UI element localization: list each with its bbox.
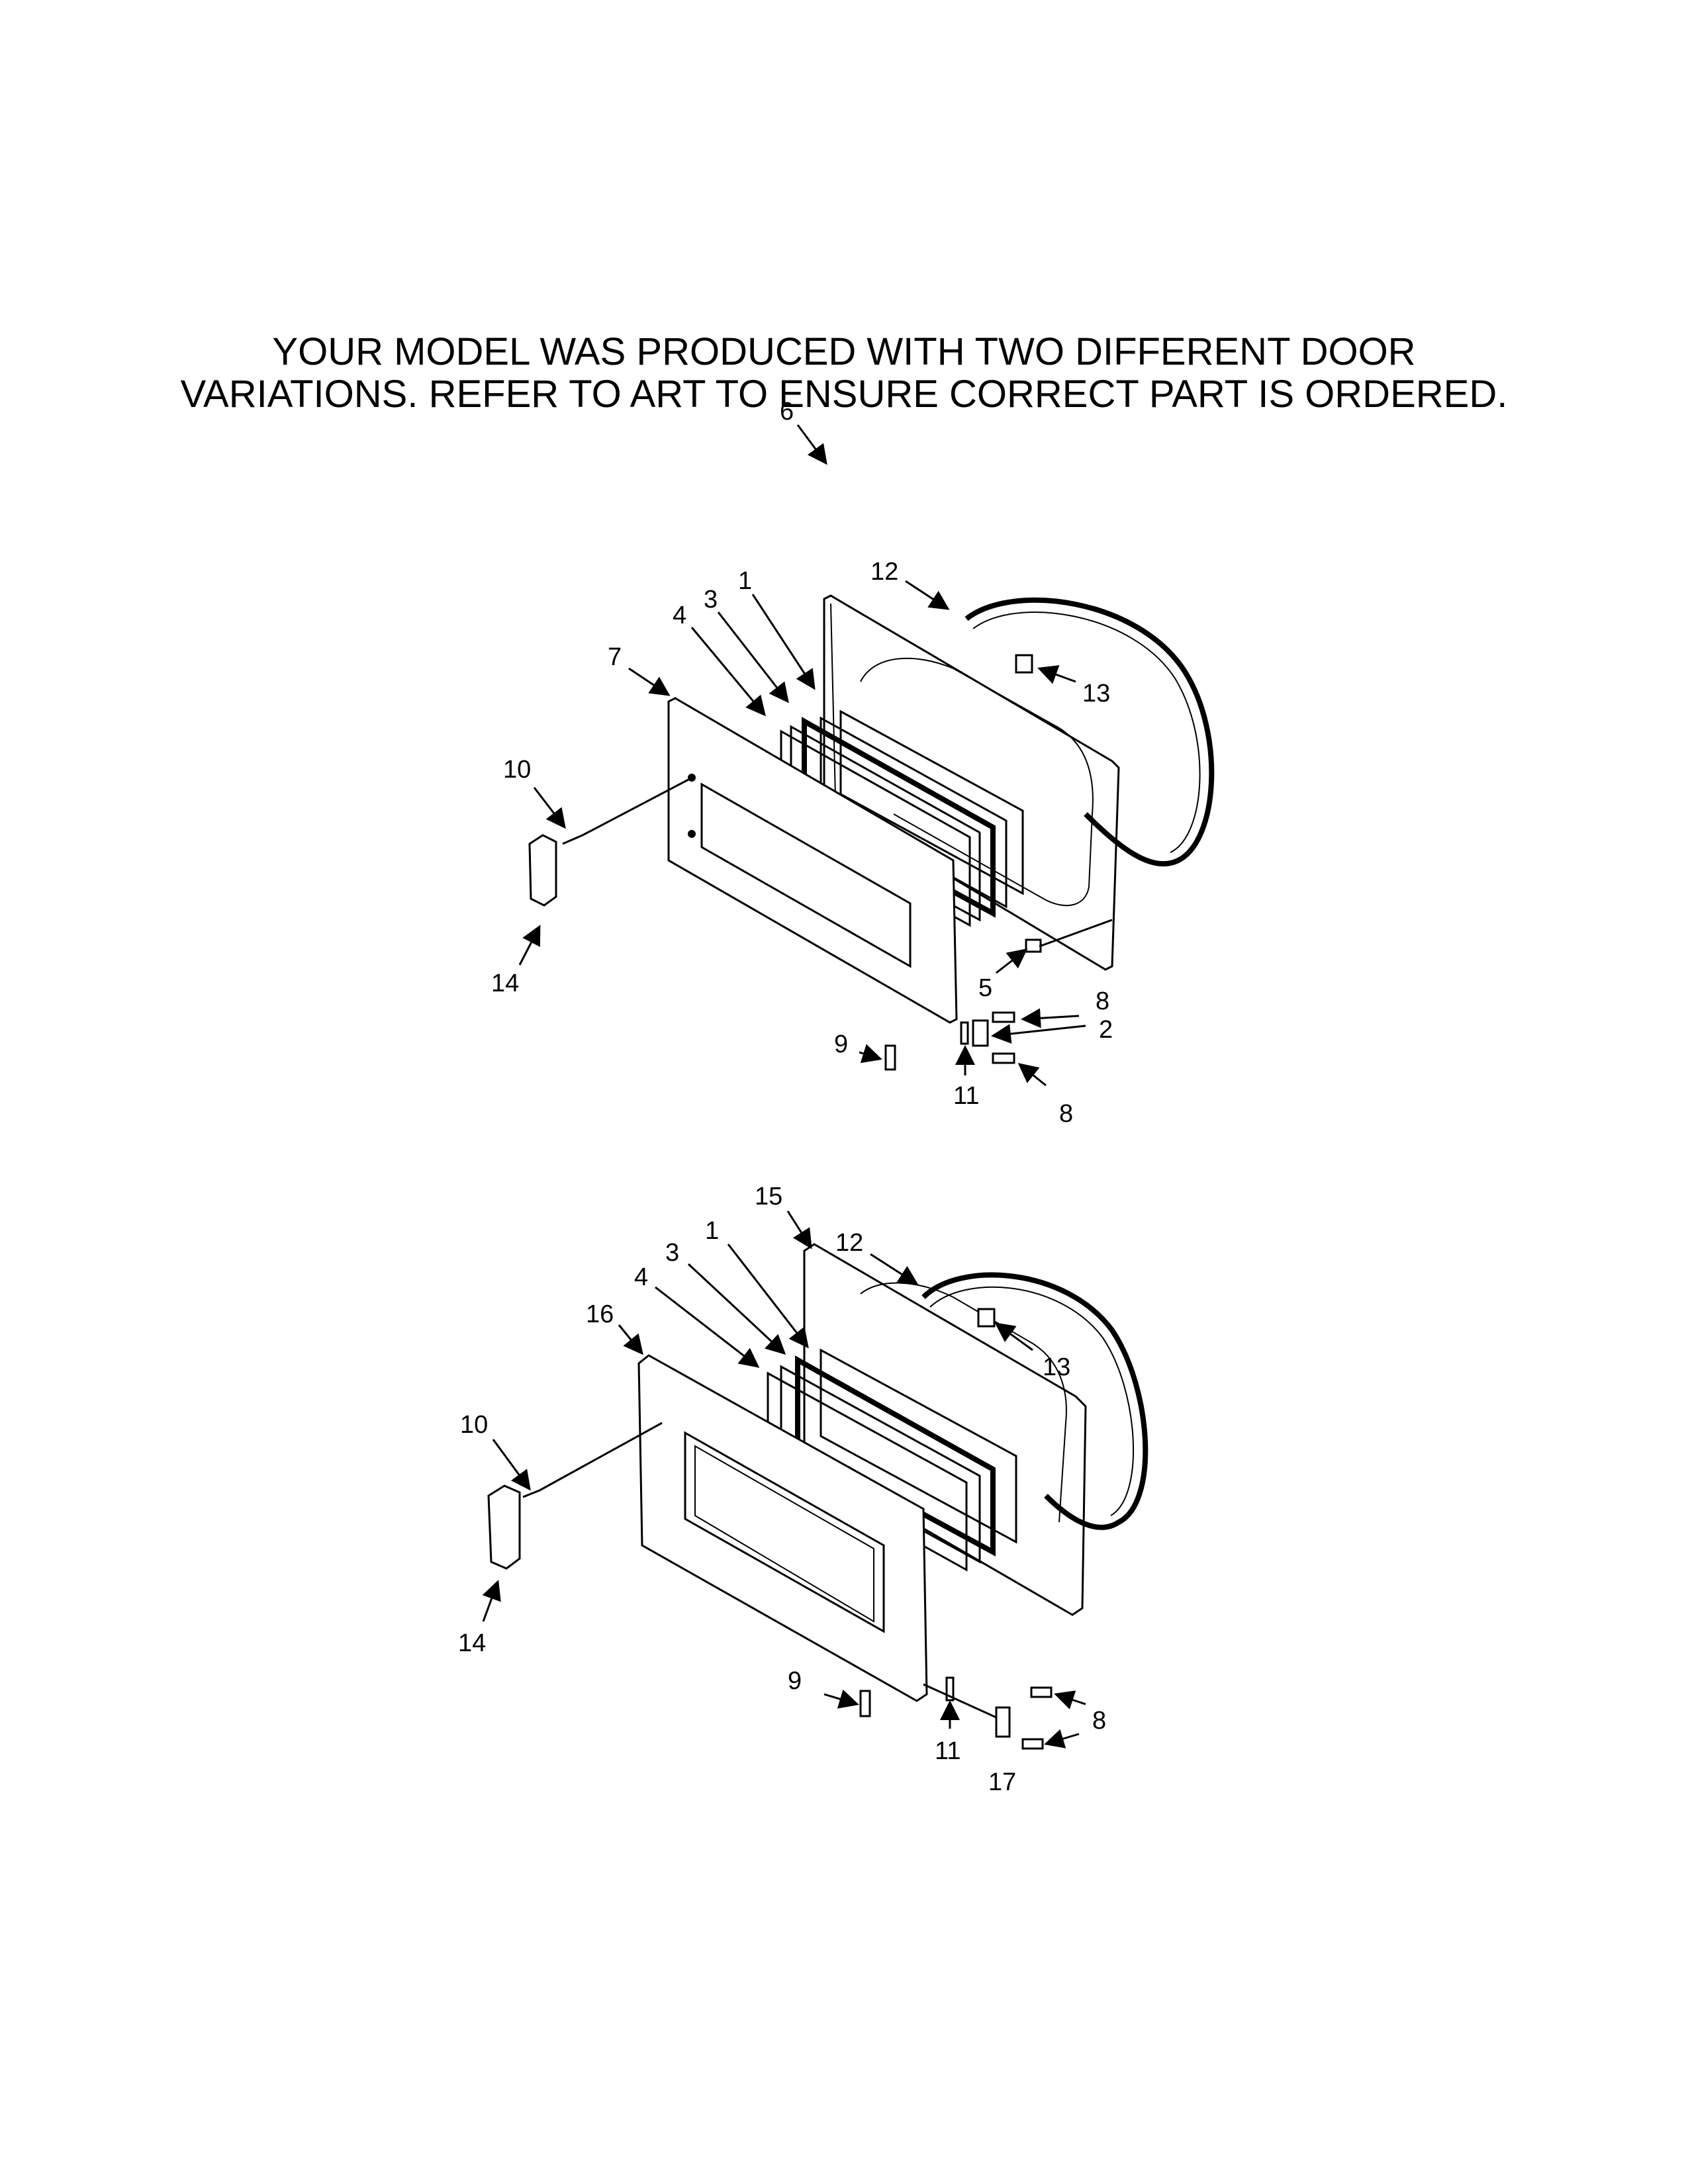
outer-door-part-16 bbox=[637, 1354, 928, 1702]
screw-part-9-lower bbox=[859, 1690, 871, 1717]
clip-part-13-lower bbox=[977, 1308, 996, 1328]
glass-pack-parts-1-3-4-lower bbox=[767, 1348, 1017, 1572]
callout-9: 9 bbox=[834, 1030, 848, 1058]
handle-part-14-lower bbox=[487, 1484, 521, 1570]
callout-8-a: 8 bbox=[1096, 987, 1109, 1015]
callout-1-lower: 1 bbox=[705, 1217, 719, 1245]
callout-10: 10 bbox=[503, 756, 531, 784]
callout-4-lower: 4 bbox=[634, 1263, 648, 1291]
notice-line-1: YOUR MODEL WAS PRODUCED WITH TWO DIFFERE… bbox=[272, 330, 1416, 373]
door-gasket-part-12-lower bbox=[921, 1272, 1149, 1530]
callout-16: 16 bbox=[586, 1300, 614, 1328]
clip-part-5 bbox=[1025, 938, 1042, 953]
callout-17: 17 bbox=[988, 1768, 1016, 1796]
callout-13-lower: 13 bbox=[1043, 1353, 1070, 1381]
part-11 bbox=[960, 1021, 969, 1045]
screw-part-8-lower-b bbox=[1021, 1738, 1044, 1750]
callout-4: 4 bbox=[673, 602, 686, 629]
door-gasket-part-12 bbox=[964, 597, 1215, 867]
callout-2: 2 bbox=[1099, 1016, 1113, 1044]
callout-11: 11 bbox=[953, 1082, 979, 1110]
callout-3-lower: 3 bbox=[665, 1239, 679, 1267]
screw-part-9 bbox=[884, 1044, 896, 1071]
handle-screw-part-10 bbox=[562, 834, 583, 845]
handle-screw-part-10-lower bbox=[522, 1489, 540, 1498]
callout-10-lower: 10 bbox=[460, 1411, 488, 1439]
lower-door-assembly: 15 1 12 3 4 16 13 10 14 9 8 11 17 bbox=[458, 1183, 1149, 1796]
callout-3: 3 bbox=[704, 586, 718, 614]
callout-13: 13 bbox=[1082, 680, 1110, 707]
callout-5: 5 bbox=[978, 974, 992, 1002]
handle-part-14 bbox=[528, 834, 557, 907]
hinge-part-17 bbox=[995, 1706, 1011, 1738]
hinge-part-2 bbox=[972, 1019, 989, 1047]
callout-14: 14 bbox=[491, 970, 519, 997]
notice-line-2: VARIATIONS. REFER TO ART TO ENSURE CORRE… bbox=[180, 373, 1508, 416]
callout-6: 6 bbox=[780, 398, 794, 426]
callout-1: 1 bbox=[738, 567, 752, 595]
callout-14-lower: 14 bbox=[458, 1629, 486, 1657]
screw-part-8-a bbox=[992, 1011, 1015, 1023]
screw-part-8-lower-a bbox=[1030, 1686, 1053, 1698]
upper-door-assembly: 6 1 12 3 4 7 13 10 14 5 8 2 9 11 8 bbox=[491, 398, 1215, 1128]
callout-11-lower: 11 bbox=[935, 1737, 961, 1765]
outer-door-part-7 bbox=[667, 697, 958, 1024]
callout-9-lower: 9 bbox=[788, 1667, 802, 1695]
door-liner bbox=[860, 657, 1094, 907]
callout-12-lower: 12 bbox=[835, 1229, 863, 1257]
callout-12: 12 bbox=[870, 558, 898, 586]
clip-part-13 bbox=[1015, 654, 1033, 674]
screw-part-8-b bbox=[992, 1052, 1015, 1064]
callout-8-b: 8 bbox=[1059, 1100, 1073, 1128]
variation-notice: YOUR MODEL WAS PRODUCED WITH TWO DIFFERE… bbox=[0, 331, 1688, 416]
callout-15: 15 bbox=[755, 1183, 782, 1210]
callout-8-lower: 8 bbox=[1092, 1707, 1106, 1735]
callout-7: 7 bbox=[608, 643, 622, 671]
